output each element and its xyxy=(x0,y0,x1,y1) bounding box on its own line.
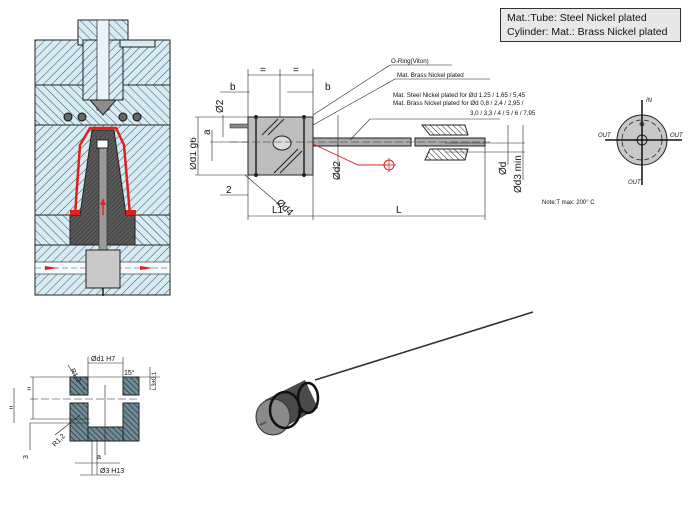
nozzle-tip xyxy=(88,99,118,116)
nozzle-bore xyxy=(96,19,110,111)
pocket-floor xyxy=(87,426,124,442)
end-view-in: IN xyxy=(646,98,653,104)
cross-bore xyxy=(272,135,292,151)
pin-left xyxy=(229,123,249,129)
end-view-out-bottom: OUT xyxy=(628,180,642,186)
nozzle-side-bar xyxy=(119,39,156,48)
product-side-hole xyxy=(298,410,302,414)
flow-arrow-out xyxy=(140,266,153,270)
dim-od3min: Ød3 min xyxy=(513,155,524,193)
oring-4 xyxy=(132,112,142,122)
hatch-2 xyxy=(267,118,285,136)
end-view-out-right: OUT xyxy=(670,133,684,139)
part-flange-left xyxy=(70,210,80,215)
product-oring-back xyxy=(296,381,320,415)
dim-L1: L1 xyxy=(272,205,284,216)
material-line-cylinder: Cylinder: Mat.: Brass Nickel plated xyxy=(507,26,668,38)
dim-b-left: b xyxy=(230,82,236,93)
pocket-angle: 15° xyxy=(124,369,135,377)
hatch-1 xyxy=(261,118,279,136)
callout-steel-1: Mat. Steel Nickel plated for Ød 1,25 / 1… xyxy=(393,92,526,99)
cooling-cylinder-installed xyxy=(85,249,121,289)
mold-cross-section xyxy=(34,19,171,296)
red-leader xyxy=(312,143,388,166)
pocket-block-right-bottom xyxy=(122,402,140,442)
callout-oring: O-Ring(Viton) xyxy=(391,58,429,65)
oring-1 xyxy=(63,112,73,122)
oring-3 xyxy=(118,112,128,122)
pocket-block-right-top xyxy=(122,376,140,396)
flow-arrow-in xyxy=(45,266,58,270)
dimension-lines xyxy=(195,64,525,220)
pocket-d3h13: Ø3 H13 xyxy=(100,468,124,475)
dim-a: a xyxy=(202,129,213,135)
dim-b-right: b xyxy=(325,82,331,93)
hatch-3 xyxy=(273,148,299,174)
pocket-eq-2: = xyxy=(9,405,13,412)
dim-eq-left: = xyxy=(260,65,266,76)
note-area: Note:T max: 200° C xyxy=(542,200,595,206)
dim-d2: Ø2 xyxy=(215,99,226,113)
hatch-4 xyxy=(279,150,303,174)
part-flange-right xyxy=(126,210,136,215)
callout-steel-2: Mat. Brass Nickel plated for Ød 0,8 / 2,… xyxy=(393,100,524,107)
pocket-dim-lines xyxy=(13,357,160,476)
molded-part-red xyxy=(73,126,132,216)
oring-dot-tl xyxy=(254,115,258,119)
product-cylinder xyxy=(255,380,320,436)
oring-dot-tr xyxy=(302,115,306,119)
pocket-drawing: Ød1 H7 15° R1,2 R1,2 L3±0.1 = = 3 a Ø3 H… xyxy=(9,356,160,476)
dim-d1g6: Ød1 g6 xyxy=(190,137,199,170)
cooling-tube xyxy=(98,139,108,256)
dim-od: Ød xyxy=(498,162,509,175)
pocket-3: 3 xyxy=(23,455,30,459)
pocket-a: a xyxy=(97,454,101,461)
end-view-out-left: OUT xyxy=(598,133,612,139)
material-line-tube: Mat.:Tube: Steel Nickel plated xyxy=(507,12,647,24)
dim-2: 2 xyxy=(226,185,232,196)
mold-hatch-bottom xyxy=(424,148,469,161)
pocket-block-left-bottom xyxy=(69,402,89,442)
product-photo xyxy=(255,311,534,436)
pocket-r12-bottom: R1,2 xyxy=(51,433,66,448)
flow-arrow-up-head xyxy=(100,198,106,205)
side-view-drawing: = = b b Ø2 Ød1 g6 a 2 Ød4 L1 L Ød2 Ød Ød… xyxy=(190,58,536,220)
dim-L: L xyxy=(396,205,402,216)
end-view-drawing: IN OUT OUT OUT xyxy=(598,98,684,186)
material-info-box: Mat.:Tube: Steel Nickel plated Cylinder:… xyxy=(500,8,681,42)
product-tube xyxy=(314,311,534,381)
tube-tip xyxy=(96,139,109,149)
pocket-d1h7: Ød1 H7 xyxy=(91,356,115,363)
callout-brass: Mat. Brass Nickel plated xyxy=(397,72,464,79)
oring-dot-br xyxy=(302,173,306,177)
oring-2 xyxy=(77,112,87,122)
product-cylinder-face xyxy=(255,398,291,436)
dim-od2: Ød2 xyxy=(332,161,343,180)
pocket-eq-1: = xyxy=(27,386,31,393)
pocket-l3: L3±0.1 xyxy=(152,371,158,390)
dim-eq-right: = xyxy=(293,65,299,76)
mold-hatch-top xyxy=(420,124,469,136)
callout-steel-3: 3,0 / 3,3 / 4 / 5 / 6 / 7,95 xyxy=(470,110,536,117)
temperature-note: Note:T max: 200° C xyxy=(542,200,595,206)
oring-dot-bl xyxy=(254,173,258,177)
product-pin xyxy=(259,421,267,426)
